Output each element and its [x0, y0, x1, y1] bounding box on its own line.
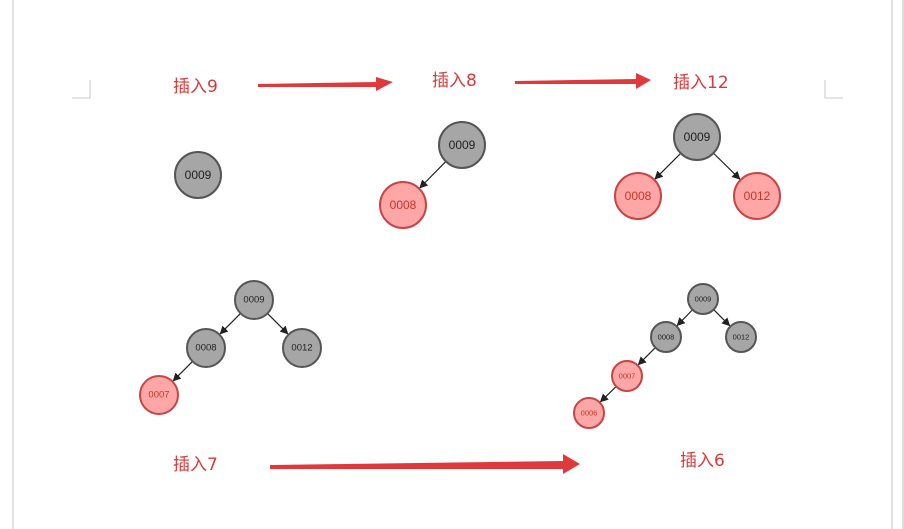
red-node-0008: 0008: [614, 172, 662, 220]
tree-edge: [676, 309, 693, 327]
node-circle: [174, 151, 222, 199]
black-node-0008: 0008: [650, 321, 682, 353]
tree-after-insert-7: 0009 0008 0012 0007: [139, 280, 322, 415]
node-circle: [379, 181, 427, 229]
black-node-0009: 0009: [673, 113, 721, 161]
black-node-0008: 0008: [186, 328, 226, 368]
black-node-0009: 0009: [174, 151, 222, 199]
crop-mark-left: [72, 80, 91, 99]
red-node-0012: 0012: [733, 172, 781, 220]
node-label: 0009: [243, 295, 264, 306]
tree-edge: [219, 313, 241, 335]
node-label: 0006: [581, 409, 598, 418]
black-node-0009: 0009: [687, 283, 719, 315]
node-label: 0008: [390, 198, 417, 212]
step-arrow-1: [258, 77, 393, 91]
red-node-0008: 0008: [379, 181, 427, 229]
black-node-0009: 0009: [438, 121, 486, 169]
node-label: 0008: [195, 343, 216, 354]
black-node-0009: 0009: [234, 280, 274, 320]
red-node-0007: 0007: [611, 360, 643, 392]
node-label: 0009: [695, 295, 712, 304]
caption-insert-6: 插入6: [680, 451, 725, 471]
node-circle: [186, 328, 226, 368]
step-arrow-3: [270, 454, 580, 474]
node-circle: [234, 280, 274, 320]
node-circle: [139, 375, 179, 415]
trees-layer: 0009 0009 0008 0009 0008 0012 0009 0008 0012 0007…: [139, 113, 781, 429]
tree-edge: [599, 386, 617, 403]
node-label: 0012: [744, 189, 771, 203]
caption-insert-9: 插入9: [173, 77, 218, 97]
tree-edge: [637, 347, 656, 366]
red-node-0007: 0007: [139, 375, 179, 415]
node-circle: [611, 360, 643, 392]
black-node-0012: 0012: [282, 328, 322, 368]
tree-after-insert-6: 0009 0008 0012 0007 0006: [573, 283, 757, 429]
node-circle: [573, 397, 605, 429]
node-label: 0009: [449, 138, 476, 152]
node-label: 0007: [619, 372, 636, 381]
caption-insert-7: 插入7: [173, 455, 218, 475]
node-circle: [650, 321, 682, 353]
node-label: 0007: [148, 390, 169, 401]
node-label: 0008: [625, 189, 652, 203]
tree-edge: [713, 309, 731, 327]
node-circle: [687, 283, 719, 315]
tree-edge: [419, 160, 447, 189]
node-label: 0012: [291, 343, 312, 354]
tree-after-insert-12: 0009 0008 0012: [614, 113, 781, 220]
red-node-0006: 0006: [573, 397, 605, 429]
tree-after-insert-9: 0009: [174, 151, 222, 199]
node-label: 0009: [185, 168, 212, 182]
node-circle: [438, 121, 486, 169]
crop-mark-right: [824, 80, 843, 99]
node-label: 0009: [684, 130, 711, 144]
node-label: 0012: [733, 333, 750, 342]
node-circle: [614, 172, 662, 220]
node-label: 0008: [658, 333, 675, 342]
node-circle: [725, 321, 757, 353]
tree-after-insert-8: 0009 0008: [379, 121, 486, 229]
node-circle: [282, 328, 322, 368]
step-arrow-2: [515, 73, 651, 89]
caption-insert-12: 插入12: [673, 73, 729, 93]
node-circle: [733, 172, 781, 220]
tree-edge: [712, 152, 741, 180]
caption-insert-8: 插入8: [432, 71, 477, 91]
tree-edge: [654, 152, 682, 180]
tree-edge: [172, 361, 193, 382]
black-node-0012: 0012: [725, 321, 757, 353]
tree-edge: [267, 313, 289, 335]
node-circle: [673, 113, 721, 161]
